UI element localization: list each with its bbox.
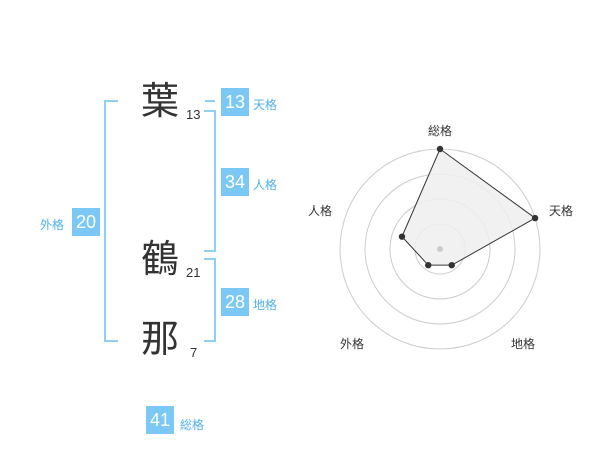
jinkaku-label: 人格 — [253, 178, 278, 192]
radar-label-jinkaku: 人格 — [308, 204, 333, 218]
gaikaku-label: 外格 — [40, 218, 65, 232]
radar-point-1 — [531, 214, 539, 222]
chikaku-bracket — [204, 258, 216, 342]
radar-point-2 — [448, 261, 455, 269]
gaikaku-value: 20 — [72, 208, 100, 236]
radar-series-shape — [401, 148, 537, 266]
jinkaku-bracket — [204, 110, 216, 252]
radar-point-3 — [425, 261, 432, 269]
soukaku-label: 総格 — [180, 418, 205, 432]
stroke-count-3: 7 — [190, 345, 198, 360]
radar-label-chikaku: 地格 — [511, 337, 536, 351]
name-char-3: 那 — [141, 317, 180, 361]
soukaku-value: 41 — [146, 406, 174, 434]
tenkaku-value: 13 — [221, 88, 249, 116]
jinkaku-value: 34 — [221, 168, 249, 196]
chikaku-value: 28 — [221, 288, 249, 316]
name-char-2: 鶴 — [141, 237, 180, 281]
stroke-count-2: 21 — [186, 265, 201, 280]
radar-point-0 — [436, 145, 444, 153]
radar-point-4 — [398, 233, 406, 240]
tenkaku-bracket — [205, 100, 215, 102]
gaikaku-bracket — [104, 100, 118, 342]
tenkaku-label: 天格 — [253, 98, 278, 112]
chikaku-label: 地格 — [253, 298, 278, 312]
radar-label-soukaku: 総格 — [428, 124, 453, 138]
radar-label-tenkaku: 天格 — [549, 204, 574, 218]
stroke-count-1: 13 — [186, 107, 201, 122]
radar-center-dot — [437, 246, 443, 252]
radar-label-gaikaku: 外格 — [340, 337, 365, 351]
name-char-1: 葉 — [141, 79, 180, 123]
